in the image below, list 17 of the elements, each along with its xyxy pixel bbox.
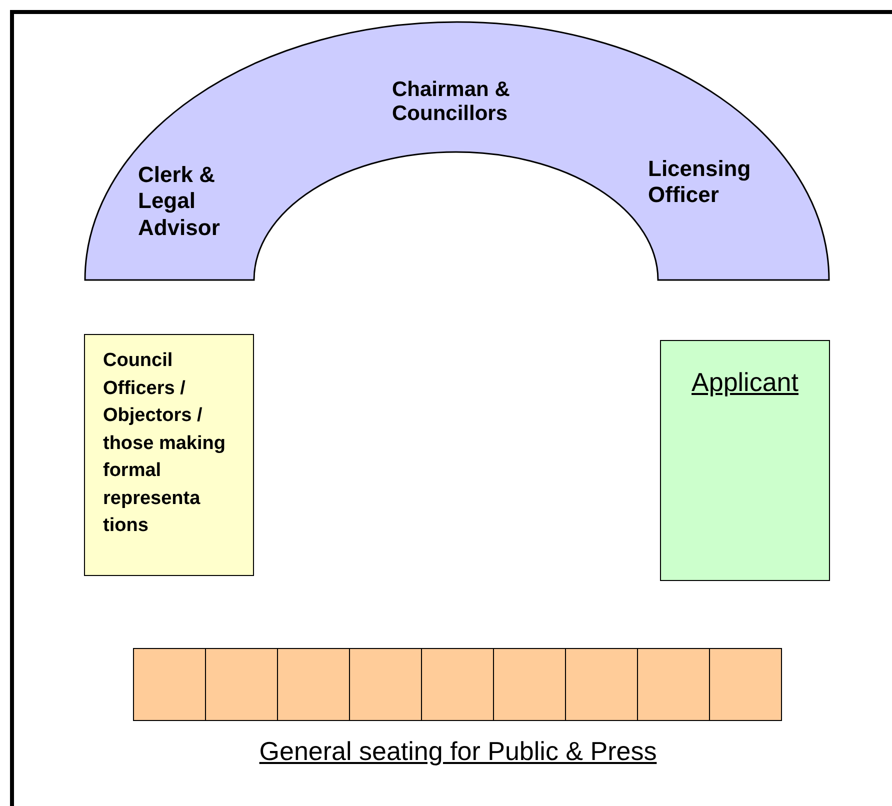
- seat-box: [637, 648, 710, 721]
- seat-box: [709, 648, 782, 721]
- seat-box: [565, 648, 638, 721]
- seat-label: Clerk & Legal Advisor: [138, 162, 221, 242]
- seat-box: [349, 648, 422, 721]
- seat-box: [421, 648, 494, 721]
- area-caption: General seating for Public & Press: [258, 736, 658, 767]
- seating-area: [660, 340, 830, 581]
- seat-label: Applicant: [690, 367, 800, 398]
- seat-box: [205, 648, 278, 721]
- seat-label: Council Officers / Objectors / those making formal representa tions: [103, 349, 226, 538]
- seat-label: Chairman & Councillors: [392, 78, 511, 126]
- seating-area: [84, 334, 254, 576]
- seat-box: [493, 648, 566, 721]
- seat-box: [133, 648, 206, 721]
- seat-label: Licensing Officer: [648, 156, 752, 209]
- seat-box: [277, 648, 350, 721]
